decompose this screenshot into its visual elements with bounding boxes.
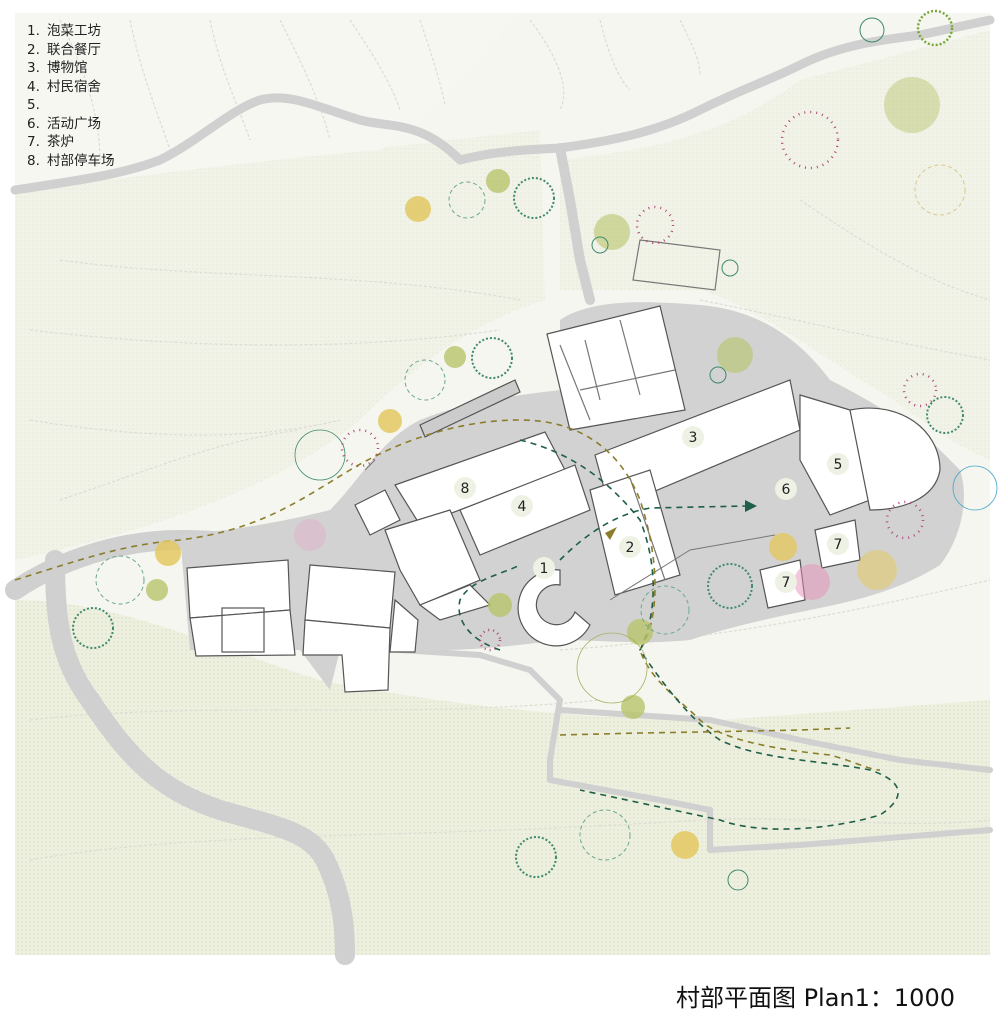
tree-green-icon	[471, 337, 513, 379]
tree-star-icon	[448, 181, 486, 219]
route-green-plaza	[559, 505, 746, 561]
tree-star-icon	[576, 632, 648, 704]
legend-item: 4.村民宿舍	[27, 78, 101, 95]
building-house	[186, 559, 291, 619]
terrace-field	[15, 600, 990, 955]
walking-routes	[14, 419, 899, 830]
tree-yellow-icon	[857, 550, 897, 590]
svg-text:1: 1	[540, 561, 549, 577]
tree-flower-icon	[591, 236, 609, 254]
tree-pink-icon	[340, 428, 380, 468]
tree-pink-icon	[902, 372, 938, 408]
svg-text:7: 7	[782, 575, 791, 591]
tree-star-icon	[640, 585, 690, 635]
tree-green-icon	[513, 177, 555, 219]
tree-flower-icon	[727, 869, 749, 891]
tree-star-icon	[404, 359, 446, 401]
building-pickle-workshop	[517, 569, 591, 647]
svg-text:7: 7	[834, 537, 843, 553]
tree-star-icon	[579, 809, 631, 861]
legend-item: 2.联合餐厅	[27, 41, 101, 58]
legend-item: 8.村部停车场	[27, 152, 115, 169]
tree-yellow-icon	[378, 409, 402, 433]
tree-olive-icon	[594, 214, 630, 250]
building-restaurant	[589, 469, 681, 596]
tree-green-icon	[72, 607, 114, 649]
tree-olive-icon	[621, 695, 645, 719]
tree-star-icon	[95, 555, 145, 605]
tree-green-icon	[926, 396, 964, 434]
map-labels: 1 2 3 4 5 6 7 7 8	[454, 426, 849, 593]
route-green	[519, 439, 899, 830]
legend-item: 3.博物馆	[27, 60, 88, 76]
building-house	[389, 598, 419, 653]
tree-olive-icon	[884, 77, 940, 133]
terrace-contours	[29, 19, 991, 861]
vegetation	[72, 9, 998, 891]
legend-item: 7.茶炉	[27, 134, 74, 150]
tree-pink-icon	[885, 500, 925, 540]
building-shed	[632, 239, 721, 291]
svg-text:5: 5	[834, 457, 843, 473]
tree-pink-icon	[635, 205, 675, 245]
tree-star-icon	[914, 164, 966, 216]
svg-text:2: 2	[626, 540, 635, 556]
building-house	[189, 609, 296, 657]
building-cluster	[354, 489, 401, 536]
tree-olive-icon	[488, 593, 512, 617]
tree-olive-icon	[717, 337, 753, 373]
tree-yellow-icon	[155, 540, 181, 566]
arrow-icon	[745, 500, 757, 512]
arrow-icon	[605, 527, 617, 540]
tree-flower-icon	[721, 259, 739, 277]
terrace-field	[560, 30, 990, 460]
tree-pink-icon	[478, 628, 502, 652]
legend: 1.泡菜工坊 2.联合餐厅 3.博物馆 4.村民宿舍 5. 6.活动广场 7.茶…	[27, 22, 115, 170]
legend-item: 5.	[27, 97, 40, 113]
svg-text:3: 3	[689, 430, 698, 446]
tree-flower-icon	[709, 366, 727, 384]
tree-pink-icon	[794, 564, 830, 600]
route-green-left	[458, 564, 521, 651]
tree-pink-icon	[780, 110, 840, 170]
building-house	[302, 619, 391, 693]
plaza-edges	[364, 459, 776, 601]
tree-olive-icon	[146, 579, 168, 601]
svg-text:6: 6	[782, 482, 791, 498]
tree-olive-icon	[444, 346, 466, 368]
tree-yellow-icon	[769, 533, 797, 561]
route-olive	[14, 419, 881, 771]
tree-yellow-icon	[405, 196, 431, 222]
tree-olive-icon	[627, 619, 653, 645]
route-olive-lower	[559, 727, 851, 736]
building-5-curved	[849, 407, 941, 511]
tree-yellow-icon	[671, 831, 699, 859]
plan-title: 村部平面图 Plan1：1000	[675, 984, 955, 1012]
tree-flower-icon	[859, 17, 885, 43]
svg-text:8: 8	[461, 481, 470, 497]
legend-item: 6.活动广场	[27, 115, 101, 132]
tree-star-icon	[952, 465, 998, 511]
tree-green-icon	[916, 9, 954, 47]
tree-star-icon	[294, 429, 346, 481]
building-house	[304, 564, 396, 629]
legend-item: 1.泡菜工坊	[27, 23, 101, 39]
tree-green-icon	[707, 563, 753, 609]
tree-olive-icon	[486, 169, 510, 193]
svg-text:4: 4	[518, 499, 527, 515]
tree-green-icon	[515, 836, 557, 878]
tree-pink-icon	[294, 519, 326, 551]
